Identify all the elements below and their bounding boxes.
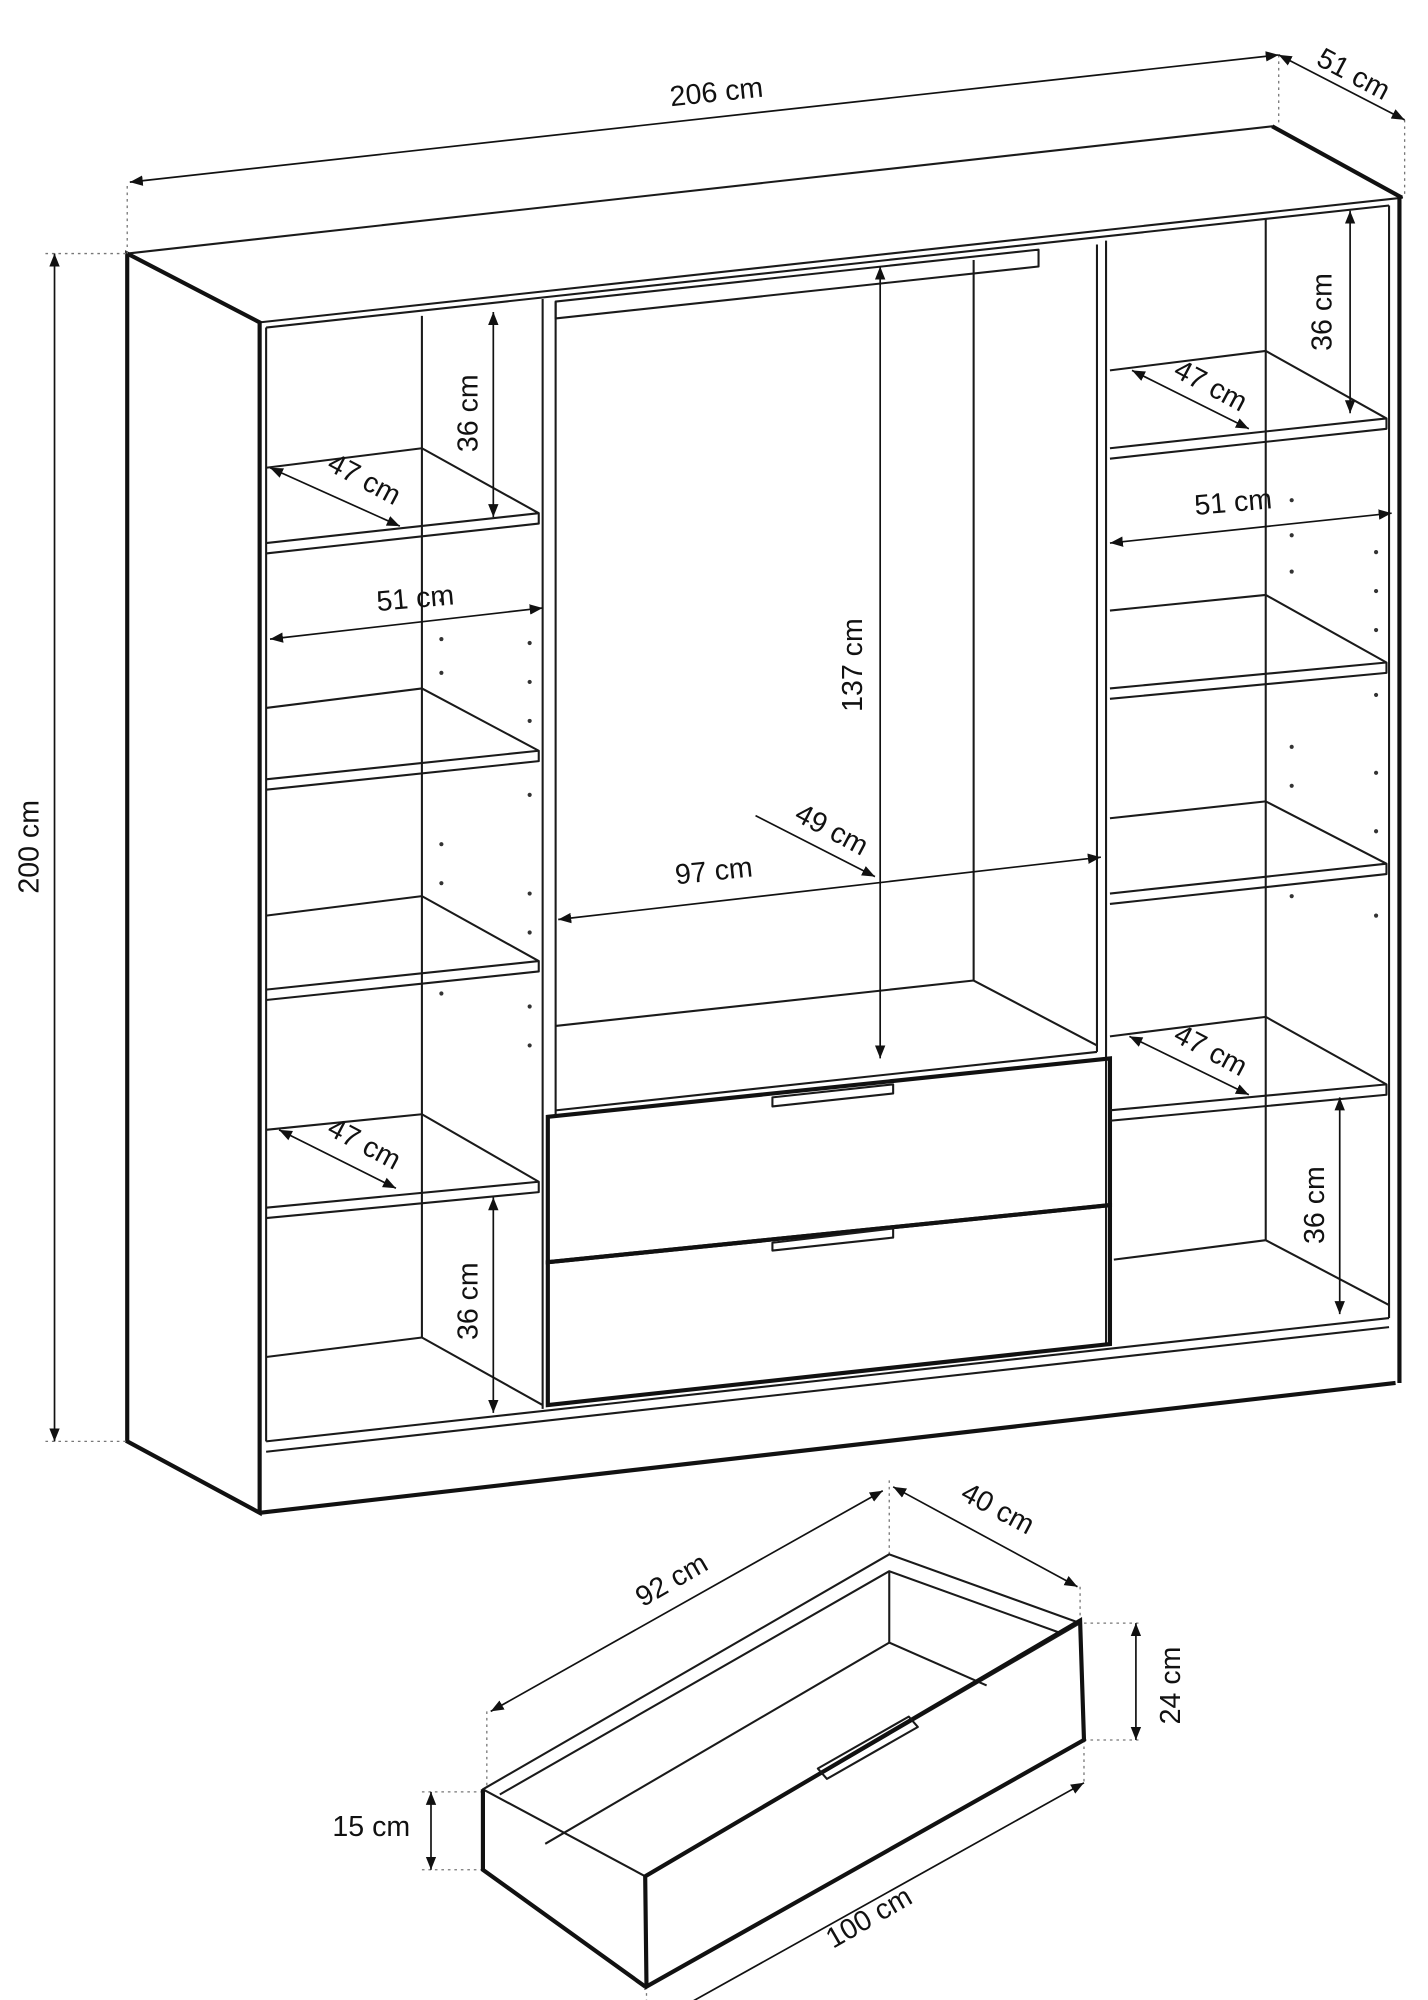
drawer-inner-length-label: 92 cm: [630, 1547, 713, 1614]
drawer-front-height-label: 24 cm: [1155, 1647, 1187, 1725]
left-inner-width-label: 51 cm: [375, 579, 455, 618]
right-inner-width-label: 51 cm: [1193, 483, 1273, 522]
shelf: [1109, 661, 1387, 690]
pin-hole: [527, 1004, 532, 1009]
left-bottom-gap-label: 36 cm: [452, 1262, 484, 1340]
pin-hole: [439, 598, 444, 603]
pin-hole: [1373, 829, 1379, 834]
shelf: [1109, 593, 1388, 700]
width-label: 206 cm: [668, 72, 764, 114]
right-bottom-shelf-depth-label: 47 cm: [1169, 1018, 1253, 1083]
pin-hole: [1373, 588, 1379, 594]
pin-hole: [527, 718, 532, 723]
pin-hole: [527, 891, 532, 896]
drawer-handle-icon: [771, 1227, 895, 1252]
pin-hole: [1289, 783, 1294, 788]
pin-hole: [1289, 894, 1294, 899]
shelf: [265, 895, 540, 1002]
shelf: [1109, 417, 1387, 450]
middle-width-label: 97 cm: [674, 851, 755, 891]
pin-hole: [1373, 770, 1379, 775]
pin-hole: [527, 640, 532, 646]
left-top-shelf-depth-label: 47 cm: [322, 447, 406, 512]
shelf: [265, 687, 540, 791]
dimension-labels: 206 cm 51 cm 200 cm 36 cm 47 cm 51 cm 13…: [14, 42, 1396, 1955]
pin-hole: [527, 792, 532, 797]
shelf: [266, 1113, 540, 1220]
shelf: [1109, 1083, 1387, 1112]
pin-hole: [439, 637, 444, 642]
wardrobe-drawer-bottom: [545, 1202, 1113, 1408]
left-bottom-shelf-depth-label: 47 cm: [322, 1112, 406, 1177]
pin-hole: [1289, 569, 1294, 574]
shelf: [265, 447, 540, 555]
middle-height-label: 137 cm: [837, 618, 869, 712]
pin-hole: [439, 842, 444, 847]
pin-hole: [1373, 627, 1379, 633]
shelf: [266, 1180, 539, 1209]
shelf: [266, 960, 539, 991]
pin-hole: [1373, 913, 1379, 918]
pin-hole: [439, 991, 444, 996]
right-top-shelf-depth-label: 47 cm: [1169, 354, 1253, 419]
pin-hole: [527, 1043, 532, 1048]
pin-hole: [1289, 533, 1294, 538]
drawer-handle-icon: [771, 1083, 895, 1108]
drawer-detail: [480, 1553, 1087, 1991]
shelf: [1109, 1015, 1388, 1122]
hanging-rail: [554, 248, 1040, 320]
pin-hole: [1373, 550, 1379, 555]
pin-hole: [527, 930, 532, 935]
dimension-lines: [49, 51, 1406, 2000]
pin-hole: [1373, 692, 1379, 698]
pin-hole: [439, 670, 444, 675]
right-top-gap-label: 36 cm: [1307, 273, 1339, 351]
shelf: [266, 512, 539, 545]
right-bottom-gap-label: 36 cm: [1299, 1166, 1331, 1244]
pin-hole: [1289, 744, 1294, 749]
shelf: [1109, 349, 1388, 460]
drawer-handle-icon: [816, 1715, 919, 1780]
left-top-gap-label: 36 cm: [452, 374, 484, 452]
drawer-side-height-label: 15 cm: [332, 1811, 410, 1843]
shelf: [266, 749, 539, 781]
drawer-front-length-label: 100 cm: [821, 1881, 918, 1956]
wardrobe-body: [125, 124, 1404, 1517]
shelf: [1109, 862, 1387, 895]
pin-hole: [1289, 498, 1294, 503]
drawer-depth-label: 40 cm: [956, 1477, 1040, 1542]
middle-depth-label: 49 cm: [790, 798, 874, 863]
depth-label: 51 cm: [1312, 42, 1396, 107]
pin-hole: [527, 679, 532, 685]
height-label: 200 cm: [14, 800, 46, 894]
pin-hole: [439, 881, 444, 886]
